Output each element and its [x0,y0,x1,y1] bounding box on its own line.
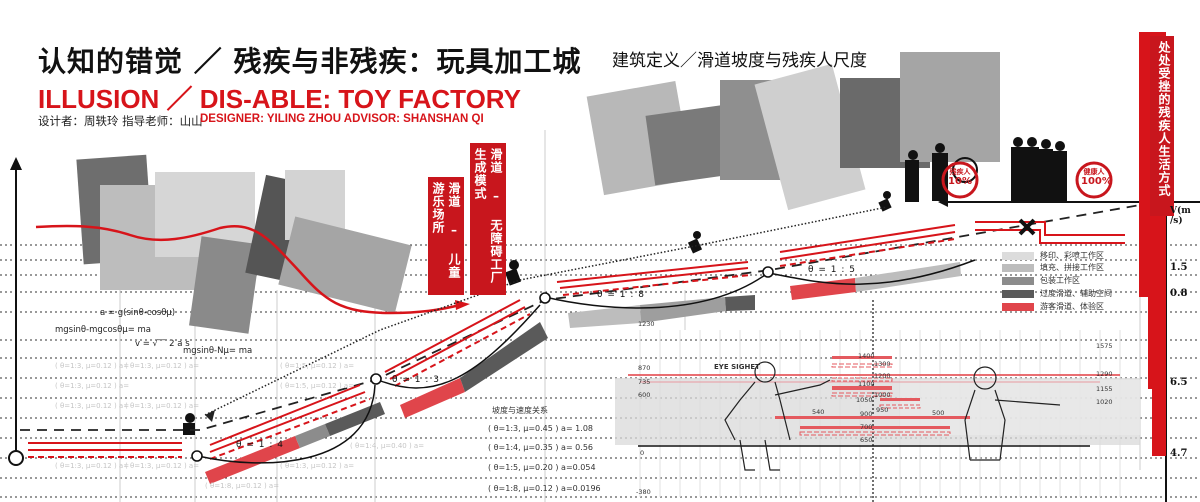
dim-label: 600 [638,391,651,399]
dim-label: 1100 [858,380,875,388]
slope-guides [20,204,1141,431]
photo-collage-left [76,154,412,334]
faint-label: ( θ=1:3, μ=0.12 ) a= [125,402,200,410]
dim-label: 1290 [1096,370,1113,378]
title-english: ILLUSION ／ DIS-ABLE: TOY FACTORY [38,84,521,114]
faint-label: ( θ=1:3, μ=0.12 ) a= [55,402,130,410]
faint-label: ( θ=1:3, μ=0.12 ) a= [125,362,200,370]
velocity-axis-title: V(m /s) [1170,206,1191,226]
dim-label: 1000 [874,391,891,399]
legend-swatch [1002,251,1034,260]
seated-man-figure [724,361,831,471]
faint-label: ( θ=1:3, μ=0.12 ) a= [55,362,130,370]
dim-label: 1575 [1096,342,1113,350]
legend-label: 过度滑道、辅助空间 [1040,289,1112,298]
dim-label: 1020 [1096,398,1113,406]
disabled-badge-text: 残疾人 10% [947,168,973,187]
body-scale-band-light [900,380,1140,435]
velocity-value: 1.5 [1170,262,1188,273]
faint-label: ( θ=1:5, μ=0.12 ) a= [280,362,355,370]
formula-force-balance: mgsinθ-mgcosθμ= ma [55,325,152,335]
healthy-badge-value: 100% [1081,176,1112,187]
banner-disabled-life: 处处受挫的残疾人生活方式 [1150,36,1174,216]
disabled-badge [941,161,979,199]
dim-label: 1300 [874,360,891,368]
faint-label: ( θ=1:3, μ=0.12 ) a= [55,382,130,390]
dim-label: 650 [860,436,873,444]
banner-barrier-free-factory: 滑道 – 无障碍工厂生成模式 [470,143,506,295]
velocity-value: 0.8 [1170,288,1188,299]
slide-wave-curve [35,224,461,315]
dim-label: 870 [638,364,651,372]
formula-velocity: v = √‾‾ 2 a s [135,339,190,349]
relation-row: ( θ=1:4, μ=0.35 ) a= 0.56 [488,443,593,452]
relation-row: ( θ=1:3, μ=0.45 ) a= 1.08 [488,424,593,433]
relation-title: 坡度与速度关系 [492,406,548,415]
faint-label: ( θ=1:3, μ=0.12 ) a= [125,462,200,470]
disabled-badge-value: 10% [948,176,972,187]
credits-chinese: 设计者：周轶玲 指导老师：山山 [38,114,203,128]
legend-item: 填充、拼接工作区 [1002,262,1104,273]
disabled-badge-label: 残疾人 [949,168,971,176]
legend-label: 游客滑道、体验区 [1040,302,1104,311]
dim-label: 0 [640,449,645,457]
dim-label: 500 [932,409,945,417]
faint-label: ( θ=1:3, μ=0.12 ) a= [280,462,355,470]
dimension-bars [628,356,1120,436]
velocity-value: 4.7 [1170,448,1188,459]
legend-item: 移印、彩喷工作区 [1002,250,1104,261]
banner-kids-playground: 滑道 – 儿童游乐场所 [428,177,464,295]
faint-label: ( θ=1:3, μ=0.12 ) a= [55,462,130,470]
left-axis [8,157,24,466]
healthy-badge-text: 健康人 100% [1081,168,1112,187]
slope-red-lines [28,221,1125,460]
dim-label: 1050 [856,396,873,404]
dim-label: -380 [636,488,651,496]
dim-label: 1230 [638,320,655,328]
eye-sight-label: EYE SIGHET [714,363,760,371]
dim-label: 540 [812,408,825,416]
credits-english: DESIGNER: YILING ZHOU ADVISOR: SHANSHAN … [200,113,484,125]
dim-label: 735 [638,378,651,386]
dim-label: 1200 [874,372,891,380]
transfer-curves [197,259,976,464]
legend-swatch [1002,263,1034,272]
faint-label: ( θ=1:8, μ=0.12 ) a= [205,482,280,490]
legend-item: 包装工作区 [1002,275,1080,286]
section-title: 建筑定义／滑道坡度与残疾人尺度 [612,51,867,71]
slope-label-1-8: θ = 1 : 8 [597,290,645,300]
legend-item: 游客滑道、体验区 [1002,301,1104,312]
legend-item: 过度滑道、辅助空间 [1002,288,1112,299]
legend-swatch [1002,276,1034,285]
legend-swatch [1002,289,1034,298]
dim-label: 1400 [858,352,875,360]
legend-label: 包装工作区 [1040,276,1080,285]
slope-label-1-4: θ = 1 : 4 [236,440,284,450]
faint-label: ( θ=1:5, μ=0.12 ) a= [280,382,355,390]
legend-label: 移印、彩喷工作区 [1040,251,1104,260]
slope-label-1-5: θ = 1 : 5 [808,265,856,275]
legend-label: 填充、拼接工作区 [1040,263,1104,272]
healthy-badge [1075,161,1113,199]
dim-label: 900 [860,410,873,418]
relation-row: ( θ=1:8, μ=0.12 ) a=0.0196 [488,484,601,493]
formula-acceleration: a = g(sinθ-cosθμ) [100,308,176,318]
dim-label: 700 [860,423,873,431]
velocity-value: 6.5 [1170,377,1188,388]
slope-label-1-3: θ = 1 : 3 [392,375,440,385]
blocked-x-icon [1018,218,1036,236]
relation-row: ( θ=1:5, μ=0.20 ) a=0.054 [488,463,596,472]
dim-label: 950 [876,406,889,414]
healthy-badge-label: 健康人 [1083,168,1105,176]
legend-swatch [1002,302,1034,311]
dim-label: 1155 [1096,385,1113,393]
standing-woman-figure [964,366,1061,461]
faint-label: ( θ=1:4, μ=0.40 ) a= [350,442,425,450]
formula-normal-force: mgsinθ-Nμ= ma [183,346,253,356]
title-chinese: 认知的错觉 ／ 残疾与非残疾：玩具加工城 [38,45,582,78]
transfer-nodes [191,266,774,462]
